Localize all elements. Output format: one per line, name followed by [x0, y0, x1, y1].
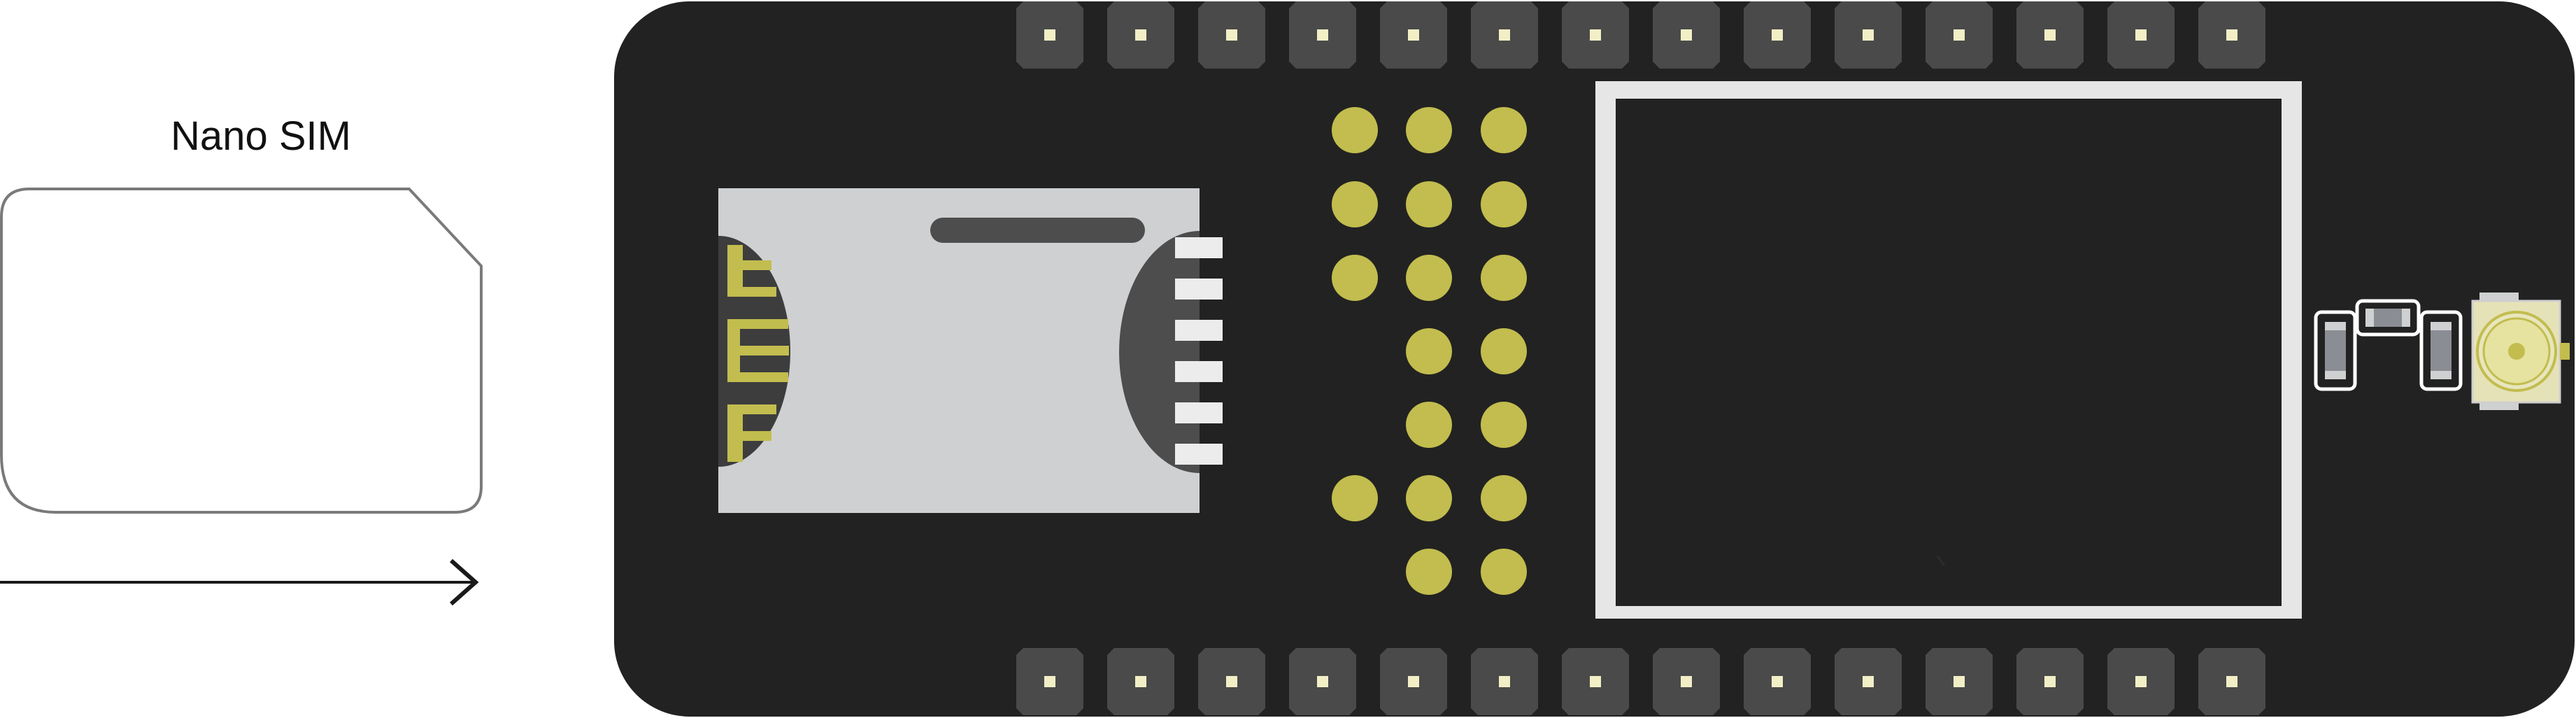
header-bottom-pin-12	[2016, 648, 2084, 715]
test-pad-9	[1406, 402, 1452, 448]
test-pad-16	[1481, 402, 1527, 448]
header-top-pin-12	[2016, 1, 2084, 69]
smd-component-3	[2419, 310, 2463, 391]
test-pad-12	[1481, 107, 1527, 153]
test-pad-1	[1332, 107, 1378, 153]
test-pad-3	[1332, 255, 1378, 301]
header-top-pin-14	[2198, 1, 2265, 69]
header-bottom-pin-11	[1926, 648, 1993, 715]
header-bottom-pin-14	[2198, 648, 2265, 715]
header-pins-bottom	[1016, 648, 2265, 715]
test-pad-5	[1406, 107, 1452, 153]
header-top-pin-3	[1198, 1, 1265, 69]
smd-component-1	[2314, 310, 2357, 391]
sim-right-contact-3	[1175, 320, 1223, 341]
sim-right-contact-1	[1175, 237, 1223, 258]
header-top-pin-8	[1653, 1, 1720, 69]
header-bottom-pin-10	[1835, 648, 1902, 715]
header-bottom-pin-6	[1471, 648, 1538, 715]
header-top-pin-2	[1107, 1, 1174, 69]
header-bottom-pin-7	[1562, 648, 1629, 715]
sim-right-contact-2	[1175, 279, 1223, 300]
header-top-pin-9	[1744, 1, 1811, 69]
header-bottom-pin-4	[1289, 648, 1356, 715]
antenna-connector	[2471, 293, 2570, 410]
header-top-pin-5	[1380, 1, 1447, 69]
arrow-head	[450, 558, 479, 606]
test-pads	[1332, 107, 1527, 595]
module-shield	[1595, 81, 2302, 619]
header-top-pin-1	[1016, 1, 1083, 69]
header-bottom-pin-13	[2107, 648, 2175, 715]
pcb-board	[614, 1, 2575, 717]
sim-card-socket	[718, 188, 1223, 513]
header-top-pin-11	[1926, 1, 1993, 69]
sim-socket-left-contacts	[727, 245, 789, 462]
module-shield-inner	[1616, 99, 2282, 606]
antenna-connector-pin	[2508, 343, 2525, 360]
header-bottom-pin-8	[1653, 648, 1720, 715]
test-pad-8	[1406, 328, 1452, 374]
test-pad-7	[1406, 255, 1452, 301]
header-bottom-pin-1	[1016, 648, 1083, 715]
test-pad-14	[1481, 255, 1527, 301]
header-bottom-pin-3	[1198, 648, 1265, 715]
sim-right-contact-6	[1175, 444, 1223, 465]
header-pins-top	[1016, 1, 2265, 69]
insert-direction-arrow	[0, 558, 479, 606]
header-top-pin-6	[1471, 1, 1538, 69]
nano-sim-outline	[0, 188, 483, 514]
test-pad-6	[1406, 181, 1452, 227]
header-bottom-pin-2	[1107, 648, 1174, 715]
smd-component-2	[2355, 299, 2421, 337]
test-pad-17	[1481, 475, 1527, 521]
header-top-pin-7	[1562, 1, 1629, 69]
sim-socket-slot	[930, 218, 1145, 243]
test-pad-10	[1406, 475, 1452, 521]
test-pad-11	[1406, 549, 1452, 595]
test-pad-4	[1332, 475, 1378, 521]
sim-right-contact-5	[1175, 402, 1223, 423]
test-pad-15	[1481, 328, 1527, 374]
header-top-pin-13	[2107, 1, 2175, 69]
header-top-pin-10	[1835, 1, 1902, 69]
header-bottom-pin-9	[1744, 648, 1811, 715]
sim-right-contact-4	[1175, 361, 1223, 382]
test-pad-18	[1481, 549, 1527, 595]
module-pin1-mark	[1936, 556, 1946, 566]
nano-sim-card: Nano SIM	[0, 113, 483, 514]
antenna-matching-components	[2314, 299, 2463, 391]
sim-socket-right-contacts	[1175, 237, 1223, 465]
test-pad-13	[1481, 181, 1527, 227]
test-pad-2	[1332, 181, 1378, 227]
header-bottom-pin-5	[1380, 648, 1447, 715]
nano-sim-label: Nano SIM	[171, 113, 351, 159]
header-top-pin-4	[1289, 1, 1356, 69]
